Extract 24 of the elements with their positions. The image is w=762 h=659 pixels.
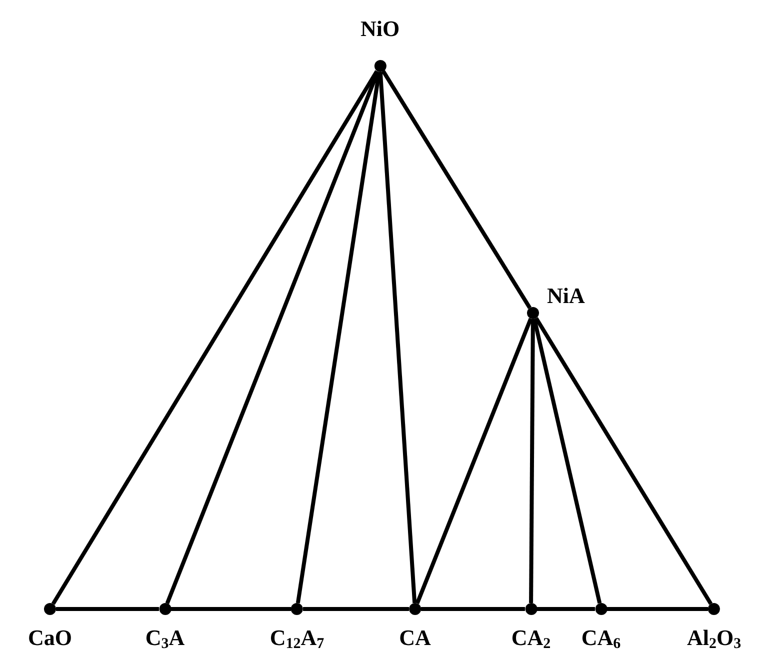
phase-label: Al$_{2}$O$_{3}$: [686, 627, 742, 649]
tie-line: [303, 607, 409, 611]
tie-line: [378, 72, 417, 604]
tie-line: [165, 70, 380, 604]
phase-label: C$_{3}$A: [145, 627, 185, 649]
tie-line: [381, 70, 532, 309]
phase-label: CA: [399, 627, 431, 649]
tie-line: [607, 607, 708, 611]
phase-label: C$_{12}$A$_{7}$: [270, 627, 324, 649]
phase-label: CA$_{2}$: [511, 627, 551, 649]
tie-line: [421, 607, 525, 611]
phase-label: NiO: [360, 18, 400, 40]
tie-line: [529, 318, 535, 604]
tie-line: [532, 318, 602, 604]
tie-line: [534, 317, 713, 605]
tie-line: [296, 72, 382, 604]
tie-line: [537, 607, 595, 611]
tie-line: [415, 318, 533, 604]
phase-label: CaO: [28, 627, 72, 649]
tie-line: [171, 607, 291, 611]
phase-label: NiA: [547, 285, 585, 307]
tie-line: [56, 607, 159, 611]
phase-label: CA$_{6}$: [581, 627, 621, 649]
tie-line: [51, 70, 379, 605]
